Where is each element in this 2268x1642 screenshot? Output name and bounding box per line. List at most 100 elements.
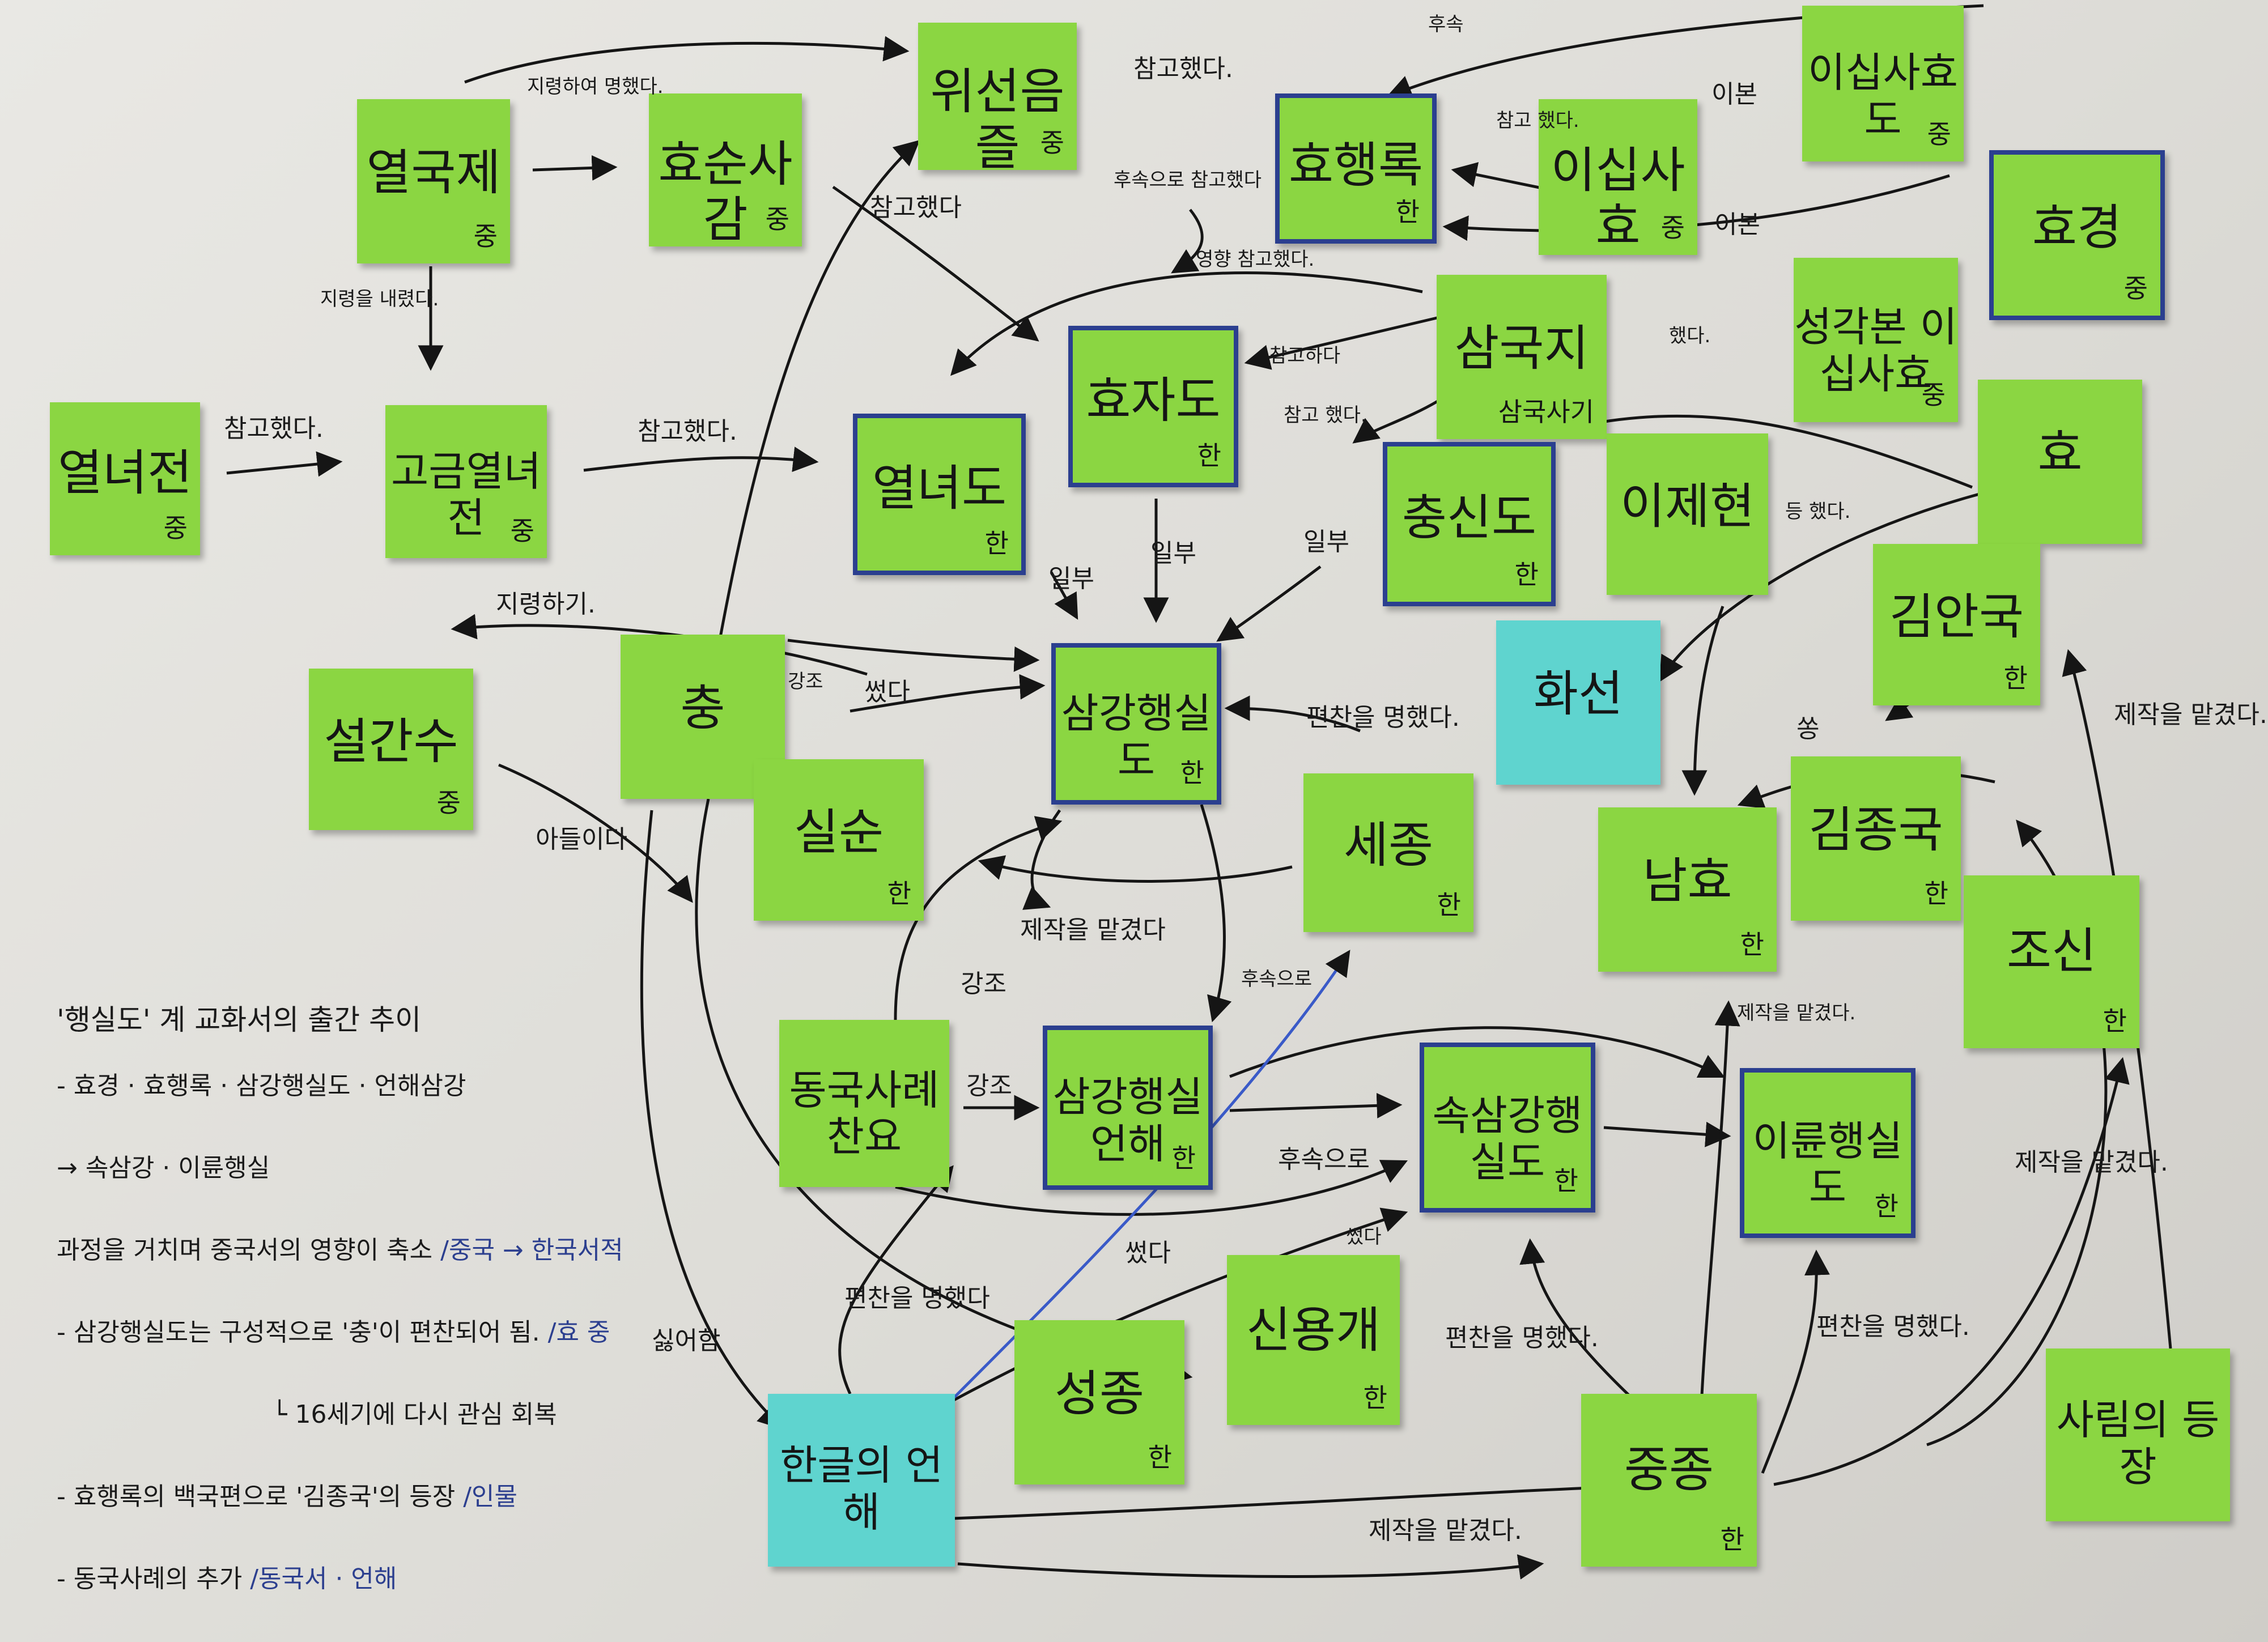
note-grade: 중 — [1040, 127, 1064, 158]
arrow — [1442, 174, 1950, 241]
note-grade: 중 — [2123, 273, 2148, 304]
note-grade: 한 — [1720, 1524, 1744, 1555]
note-text: 효경 — [2032, 199, 2122, 256]
edge-label: 참고했다. — [1133, 54, 1233, 83]
note-donguksarae[interactable]: 동국사례 찬요 — [779, 1020, 949, 1187]
edge-label: 참고 했다. — [1284, 404, 1367, 427]
arrow — [640, 810, 784, 1430]
edge-label: 강조 — [966, 1071, 1012, 1100]
legend-line: - 동국사례의 추가 /동국서 · 언해 — [57, 1558, 397, 1594]
edge-label: 지령하여 명했다. — [527, 75, 664, 98]
edge-label: 했다. — [1669, 325, 1711, 347]
note-text: 삼강행실언해 — [1052, 1073, 1203, 1168]
note-salim[interactable]: 사림의 등장 — [2046, 1349, 2230, 1521]
legend-line: - 삼강행실도는 구성적으로 '충'이 편찬되어 됨. /효 중 — [57, 1312, 610, 1348]
arrow — [894, 816, 1063, 1020]
note-hanguk-eonhae[interactable]: 한글의 언해 — [768, 1394, 955, 1567]
edge-label: 제작을 맡겼다. — [1737, 1002, 1856, 1024]
edge-label: 참고했다. — [224, 414, 324, 443]
note-grade: 중 — [765, 204, 789, 235]
arrow — [1171, 209, 1204, 274]
note-grade: 중 — [163, 513, 188, 543]
arrow — [1761, 1249, 1830, 1474]
note-grade: 한 — [1874, 1191, 1899, 1222]
arrow — [1229, 1026, 1726, 1078]
legend-line: - 효경 · 효행록 · 삼강행실도 · 언해삼강 — [57, 1065, 466, 1101]
note-grade: 한 — [1148, 1442, 1172, 1473]
arrow — [1200, 804, 1232, 1023]
note-ijehyeon[interactable]: 이제현 — [1607, 433, 1768, 595]
note-grade: 중 — [1660, 212, 1685, 243]
note-text: 동국사례 찬요 — [789, 1066, 940, 1161]
legend-line-text: └ 16세기에 다시 관심 회복 — [272, 1400, 557, 1429]
note-text: 위선음즐 — [930, 63, 1065, 176]
arrow — [832, 185, 1039, 342]
arrow — [895, 1160, 1408, 1216]
arrow — [838, 1165, 954, 1395]
legend-line-source: /동국서 · 언해 — [250, 1564, 397, 1593]
arrow — [957, 1554, 1544, 1580]
edge-label: 제작을 맡겼다 — [1020, 916, 1166, 945]
edge-label: 제작을 맡겼다. — [2015, 1148, 2168, 1177]
edge-label: 편찬을 명했다 — [844, 1284, 990, 1313]
arrow — [226, 451, 343, 477]
edge-label: 썼다 — [1346, 1226, 1382, 1248]
note-grade: 한 — [1395, 197, 1420, 227]
edge-label: 참고했다 — [870, 193, 962, 222]
edge-label: 일부 — [1048, 564, 1094, 593]
legend-line: └ 16세기에 다시 관심 회복 — [272, 1394, 557, 1430]
legend-line-text: - 동국사례의 추가 — [57, 1564, 250, 1593]
note-text: 충신도 — [1401, 489, 1537, 546]
legend-line-text: 과정을 거치며 중국서의 영향이 축소 — [57, 1236, 441, 1265]
edge-label: 제작을 맡겼다. — [1369, 1516, 1522, 1545]
note-grade: 중 — [436, 788, 461, 818]
edge-label: 참고하다 — [1269, 344, 1341, 367]
note-text: 남효 — [1642, 853, 1732, 910]
legend-line: → 속삼강 · 이륜행실 — [57, 1147, 270, 1184]
edge-label: 제작을 맡겼다. — [2114, 700, 2267, 729]
note-hoseon[interactable]: 화선 — [1496, 620, 1660, 785]
note-text: 한글의 언해 — [780, 1441, 943, 1537]
note-text: 열녀전 — [57, 444, 193, 501]
note-text: 열녀도 — [872, 460, 1007, 517]
note-grade: 한 — [1740, 929, 1764, 960]
note-grade: 한 — [984, 528, 1009, 559]
legend-line: - 효행록의 백국편으로 '김종국'의 등장 /인물 — [57, 1476, 517, 1512]
edge-label: 참고 했다. — [1496, 109, 1579, 132]
note-hyo[interactable]: 효 — [1978, 380, 2142, 544]
note-grade: 한 — [1180, 758, 1204, 788]
arrow — [950, 271, 1423, 376]
note-grade: 한 — [2003, 663, 2028, 694]
note-text: 성종 — [1054, 1366, 1145, 1423]
note-text: 이십사효도 — [1808, 49, 1958, 143]
